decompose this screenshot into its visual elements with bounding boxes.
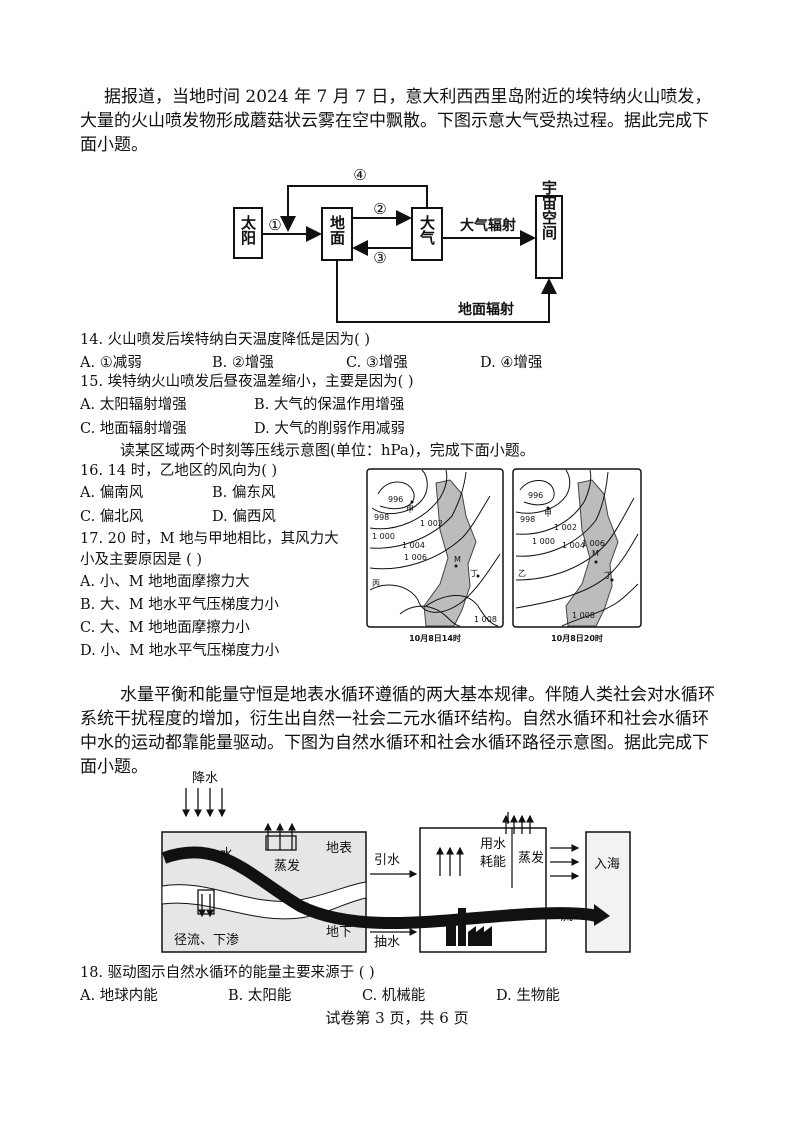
intro1-line2: 大量的火山喷发物形成蘑菇状云雾在空中飘散。下图示意大气受热过程。据此完成下 bbox=[80, 111, 709, 131]
q18-option-b[interactable]: B. 太阳能 bbox=[228, 988, 292, 1004]
intro3-line2: 系统干扰程度的增加，衍生出自然一社会二元水循环结构。自然水循环和社会水循环 bbox=[80, 709, 709, 729]
space-label: 宇宙空间 bbox=[540, 179, 558, 241]
isobar-map-20h: 996 998 1 000 1 002 1 004 1 006 1 008 甲 … bbox=[512, 468, 642, 646]
intro1-line3: 面小题。 bbox=[80, 135, 148, 155]
q14-option-b[interactable]: B. ②增强 bbox=[212, 355, 274, 371]
q16-option-c[interactable]: C. 偏北风 bbox=[80, 509, 144, 525]
isobar-1008: 1 008 bbox=[572, 611, 595, 620]
place-jia: 甲 bbox=[544, 509, 552, 518]
intro2: 读某区域两个时刻等压线示意图(单位：hPa)，完成下面小题。 bbox=[120, 441, 535, 459]
q15-stem: 15. 埃特纳火山喷发后昼夜温差缩小，主要是因为( ) bbox=[80, 374, 414, 390]
energy-use-label: 耗能 bbox=[480, 855, 506, 870]
q16-stem: 16. 14 时，乙地区的风向为( ) bbox=[80, 463, 278, 479]
isobar-1002: 1 002 bbox=[554, 523, 577, 532]
isobar-1008: 1 008 bbox=[474, 615, 497, 624]
q14-option-a[interactable]: A. ①减弱 bbox=[80, 355, 142, 371]
isobar-map-14h-drawing: 996 998 1 000 1 002 1 004 1 006 1 008 甲 … bbox=[366, 468, 504, 643]
q15-option-c[interactable]: C. 地面辐射增强 bbox=[80, 421, 187, 437]
atm-radiation-label: 大气辐射 bbox=[460, 217, 516, 234]
isobar-map-14h: 996 998 1 000 1 002 1 004 1 006 1 008 甲 … bbox=[366, 468, 504, 646]
intro3-line4: 面小题。 bbox=[80, 757, 148, 777]
isobar-998: 998 bbox=[520, 515, 535, 524]
q17-stem-line2: 小及主要原因是 ( ) bbox=[80, 552, 203, 568]
divert-label: 引水 bbox=[374, 853, 400, 868]
q15-option-a[interactable]: A. 太阳辐射增强 bbox=[80, 397, 187, 413]
intro3-line1: 水量平衡和能量守恒是地表水循环遵循的两大基本规律。伴随人类社会对水循环 bbox=[120, 685, 715, 705]
place-m: M bbox=[454, 555, 461, 564]
isobar-1000: 1 000 bbox=[532, 537, 555, 546]
place-bing: 丙 bbox=[372, 579, 380, 588]
intro3-line3: 中水的运动都靠能量驱动。下图为自然水循环和社会水循环路径示意图。据此完成下 bbox=[80, 733, 709, 753]
pump-label: 抽水 bbox=[374, 935, 400, 950]
isobar-998: 998 bbox=[374, 513, 389, 522]
sea-label: 入海 bbox=[594, 857, 620, 872]
q18-option-a[interactable]: A. 地球内能 bbox=[80, 988, 158, 1004]
isobar-1004: 1 004 bbox=[562, 541, 585, 550]
isobar-map-20h-drawing: 996 998 1 000 1 002 1 004 1 006 1 008 甲 … bbox=[512, 468, 642, 643]
q16-option-d[interactable]: D. 偏西风 bbox=[212, 509, 276, 525]
isobar-996: 996 bbox=[528, 491, 543, 500]
label-2: ② bbox=[373, 200, 386, 218]
isobar-1004: 1 004 bbox=[402, 541, 425, 550]
surface-label: 地表 bbox=[326, 841, 352, 856]
water-cycle-diagram: 降水 水 蒸发 地表 径流、下渗 地下 引水 抽水 用水 耗能 蒸发 入海 流 bbox=[161, 771, 631, 953]
q15-option-d[interactable]: D. 大气的削弱作用减弱 bbox=[254, 421, 405, 437]
label-3: ③ bbox=[373, 249, 386, 267]
map1-caption: 10月8日14时 bbox=[409, 633, 461, 643]
flow-label: 流 bbox=[560, 909, 573, 924]
page-footer: 试卷第 3 页，共 6 页 bbox=[325, 1009, 469, 1027]
ground-label: 地面 bbox=[328, 214, 346, 246]
evap-label: 蒸发 bbox=[274, 858, 300, 874]
map2-caption: 10月8日20时 bbox=[551, 633, 603, 643]
atmosphere-label: 大气 bbox=[418, 214, 436, 246]
q17-option-b[interactable]: B. 大、M 地水平气压梯度力小 bbox=[80, 597, 279, 613]
q17-option-c[interactable]: C. 大、M 地地面摩擦力小 bbox=[80, 620, 250, 636]
q18-option-c[interactable]: C. 机械能 bbox=[362, 988, 426, 1004]
label-4: ④ bbox=[353, 166, 366, 184]
isobar-1006: 1 006 bbox=[404, 553, 427, 562]
isobar-1002: 1 002 bbox=[420, 519, 443, 528]
intro1-line1: 据报道，当地时间 2024 年 7 月 7 日，意大利西西里岛附近的埃特纳火山喷… bbox=[104, 87, 712, 107]
place-jia: 甲 bbox=[406, 505, 414, 514]
isobar-1006: 1 006 bbox=[582, 539, 605, 548]
place-m: M bbox=[592, 549, 599, 558]
q17-option-a[interactable]: A. 小、M 地地面摩擦力大 bbox=[80, 574, 250, 590]
place-ding: 丁 bbox=[604, 571, 612, 580]
evap2-label: 蒸发 bbox=[518, 850, 544, 866]
isobar-996: 996 bbox=[388, 495, 403, 504]
place-ding: 丁 bbox=[470, 569, 478, 578]
q17-option-d[interactable]: D. 小、M 地水平气压梯度力小 bbox=[80, 643, 280, 659]
sun-label: 太阳 bbox=[239, 214, 257, 245]
q18-stem: 18. 驱动图示自然水循环的能量主要来源于 ( ) bbox=[80, 965, 375, 981]
q16-option-a[interactable]: A. 偏南风 bbox=[80, 485, 144, 501]
q18-option-d[interactable]: D. 生物能 bbox=[496, 988, 560, 1004]
q15-option-b[interactable]: B. 大气的保温作用增强 bbox=[254, 397, 405, 413]
q14-option-d[interactable]: D. ④增强 bbox=[480, 355, 543, 371]
place-yi: 乙 bbox=[518, 569, 526, 578]
rain-label: 降水 bbox=[192, 771, 218, 786]
q14-option-c[interactable]: C. ③增强 bbox=[346, 355, 408, 371]
q14-stem: 14. 火山喷发后埃特纳白天温度降低是因为( ) bbox=[80, 332, 371, 348]
atmosphere-heating-diagram: 太阳 地面 大气 宇宙空间 ① ② ③ ④ 大气辐射 地面辐射 bbox=[233, 166, 563, 323]
underground-label: 地下 bbox=[326, 925, 352, 940]
ground-radiation-label: 地面辐射 bbox=[458, 301, 514, 318]
q16-option-b[interactable]: B. 偏东风 bbox=[212, 485, 276, 501]
q17-stem-line1: 17. 20 时，M 地与甲地相比，其风力大 bbox=[80, 531, 339, 547]
water-label: 水 bbox=[220, 847, 233, 862]
label-1: ① bbox=[268, 216, 281, 234]
runoff-label: 径流、下渗 bbox=[174, 933, 239, 948]
water-use-label: 用水 bbox=[480, 837, 506, 852]
isobar-1000: 1 000 bbox=[372, 532, 395, 541]
